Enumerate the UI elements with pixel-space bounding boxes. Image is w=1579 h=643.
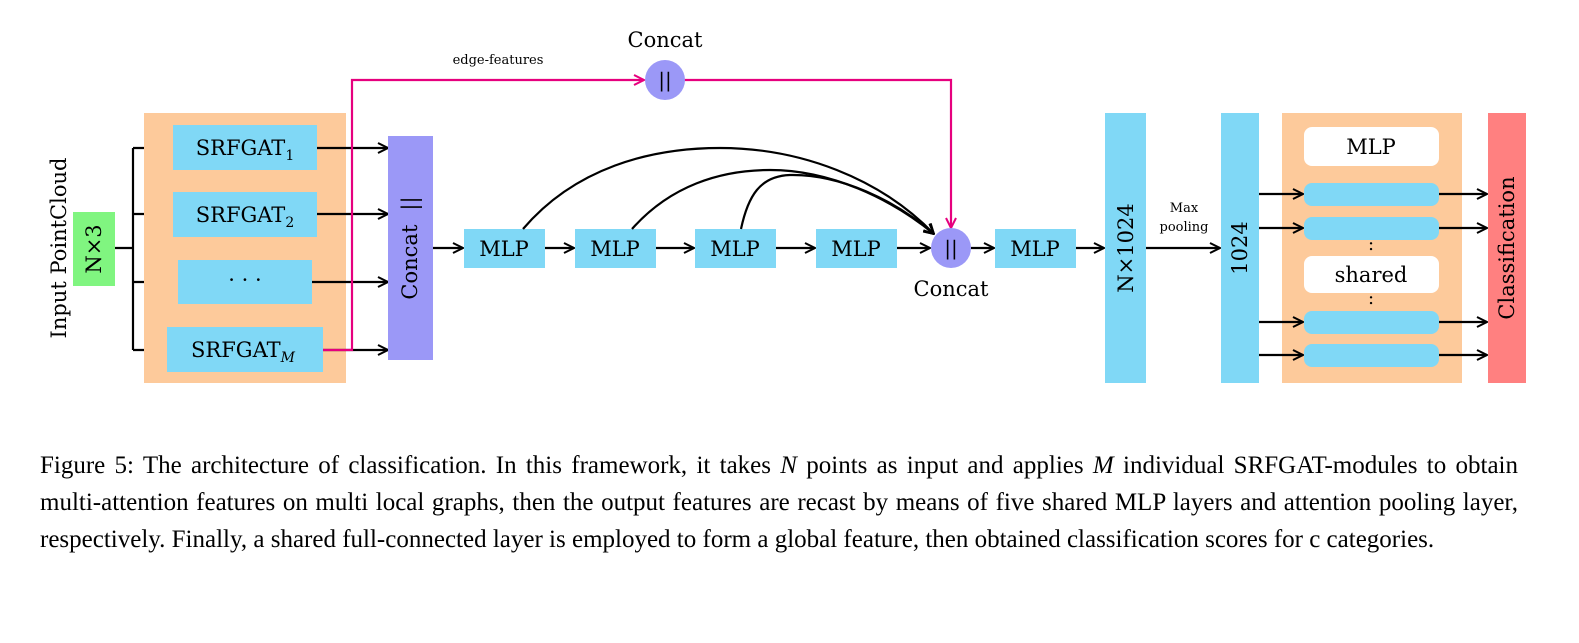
concat-node-mid xyxy=(931,228,971,268)
mlp-box-4 xyxy=(816,229,897,268)
srfgat-box-1 xyxy=(173,125,317,170)
classification-bar xyxy=(1488,113,1526,383)
shared-label-box xyxy=(1304,256,1439,293)
shared-mlp-unit-4 xyxy=(1304,344,1439,367)
mlp-box-1 xyxy=(464,229,545,268)
max-pooling-label-line2: pooling xyxy=(1160,220,1209,235)
classification-label: Classification xyxy=(1495,176,1519,319)
feature-1024-label: 1024 xyxy=(1228,221,1252,274)
mlp-box-5 xyxy=(995,229,1076,268)
mlp-label-5: MLP xyxy=(1010,237,1060,261)
concat-bar-label: Concat|| xyxy=(398,196,423,299)
mlp-label-1: MLP xyxy=(479,237,529,261)
shared-mlp-unit-3 xyxy=(1304,311,1439,334)
input-dim-box xyxy=(73,212,115,286)
edge-features-path xyxy=(323,80,951,352)
caption-text-1: The architecture of classification. In t… xyxy=(134,452,781,479)
concat-top-label: Concat xyxy=(628,28,704,52)
concat-node-top-symbol: || xyxy=(658,68,671,93)
figure-caption: Figure 5: The architecture of classifica… xyxy=(40,447,1518,558)
concat-node-top xyxy=(645,60,685,100)
caption-var-n: N xyxy=(780,452,797,479)
classification-architecture-diagram: Input PointCloud N×3 SRFGAT1 SRFGAT2 · ·… xyxy=(47,28,1526,383)
srfgat-box-ellipsis xyxy=(178,260,312,304)
concat-mid-label: Concat xyxy=(914,277,990,301)
shared-mlp-arrows xyxy=(1259,194,1487,355)
srfgat-ellipsis-label: · · · xyxy=(228,268,261,292)
mlp-box-2 xyxy=(575,229,656,268)
mlp-label-3: MLP xyxy=(710,237,760,261)
mlp-label-2: MLP xyxy=(590,237,640,261)
srfgat-label-1: SRFGAT1 xyxy=(196,136,295,164)
concat-bar xyxy=(388,136,433,360)
srfgat-box-2 xyxy=(173,192,317,237)
edge-features-label: edge-features xyxy=(453,53,544,68)
input-pointcloud-label: Input PointCloud xyxy=(47,158,71,339)
figure-label: Figure 5: xyxy=(40,452,134,479)
feature-n1024-bar xyxy=(1105,113,1146,383)
shared-label: shared xyxy=(1335,263,1408,287)
feature-n1024-label: N×1024 xyxy=(1114,203,1138,292)
caption-text-3: individual SRFGAT-modules to obtain mult… xyxy=(40,452,1519,553)
mlp-label-4: MLP xyxy=(831,237,881,261)
skip-connection-curves xyxy=(522,146,934,234)
shared-mlp-unit-2 xyxy=(1304,217,1439,240)
shared-mlp-title: MLP xyxy=(1346,135,1396,159)
srfgat-label-m: SRFGATM xyxy=(191,338,296,366)
mlp-box-3 xyxy=(695,229,776,268)
srfgat-box-m xyxy=(167,327,323,372)
max-pooling-label-line1: Max xyxy=(1170,201,1199,216)
shared-dots-upper: : xyxy=(1368,234,1374,255)
concat-node-mid-symbol: || xyxy=(944,236,957,261)
feature-1024-bar xyxy=(1221,113,1259,383)
caption-var-m: M xyxy=(1092,452,1114,479)
srfgat-label-2: SRFGAT2 xyxy=(196,203,295,231)
input-dim-label: N×3 xyxy=(82,224,106,273)
shared-mlp-title-box xyxy=(1304,127,1439,166)
caption-text-2: points as input and applies xyxy=(796,452,1093,479)
shared-dots-lower: : xyxy=(1368,288,1374,309)
shared-mlp-unit-1 xyxy=(1304,183,1439,206)
